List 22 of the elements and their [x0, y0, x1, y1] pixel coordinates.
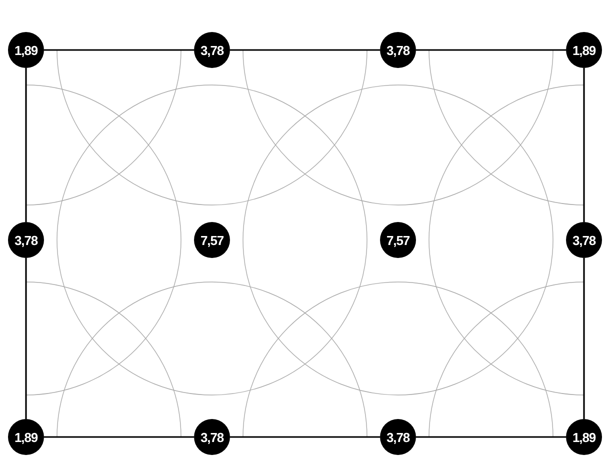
value-marker: 3,78: [194, 32, 230, 68]
boundary-line: [25, 68, 27, 222]
value-marker: 3,78: [8, 222, 44, 258]
boundary-line: [230, 49, 380, 51]
value-marker: 1,89: [8, 32, 44, 68]
value-marker: 7,57: [380, 222, 416, 258]
value-marker: 1,89: [566, 32, 602, 68]
value-marker: 3,78: [380, 419, 416, 455]
value-marker: 7,57: [194, 222, 230, 258]
value-marker: 1,89: [8, 419, 44, 455]
boundary-line: [230, 436, 380, 438]
boundary-line: [416, 49, 566, 51]
boundary-line: [44, 436, 194, 438]
boundary-line: [25, 258, 27, 419]
value-marker: 3,78: [194, 419, 230, 455]
value-marker: 3,78: [380, 32, 416, 68]
boundary-line: [44, 49, 194, 51]
boundary-line: [416, 436, 566, 438]
boundary-line: [583, 258, 585, 419]
value-marker: 1,89: [566, 419, 602, 455]
value-marker: 3,78: [566, 222, 602, 258]
boundary-line: [583, 68, 585, 222]
